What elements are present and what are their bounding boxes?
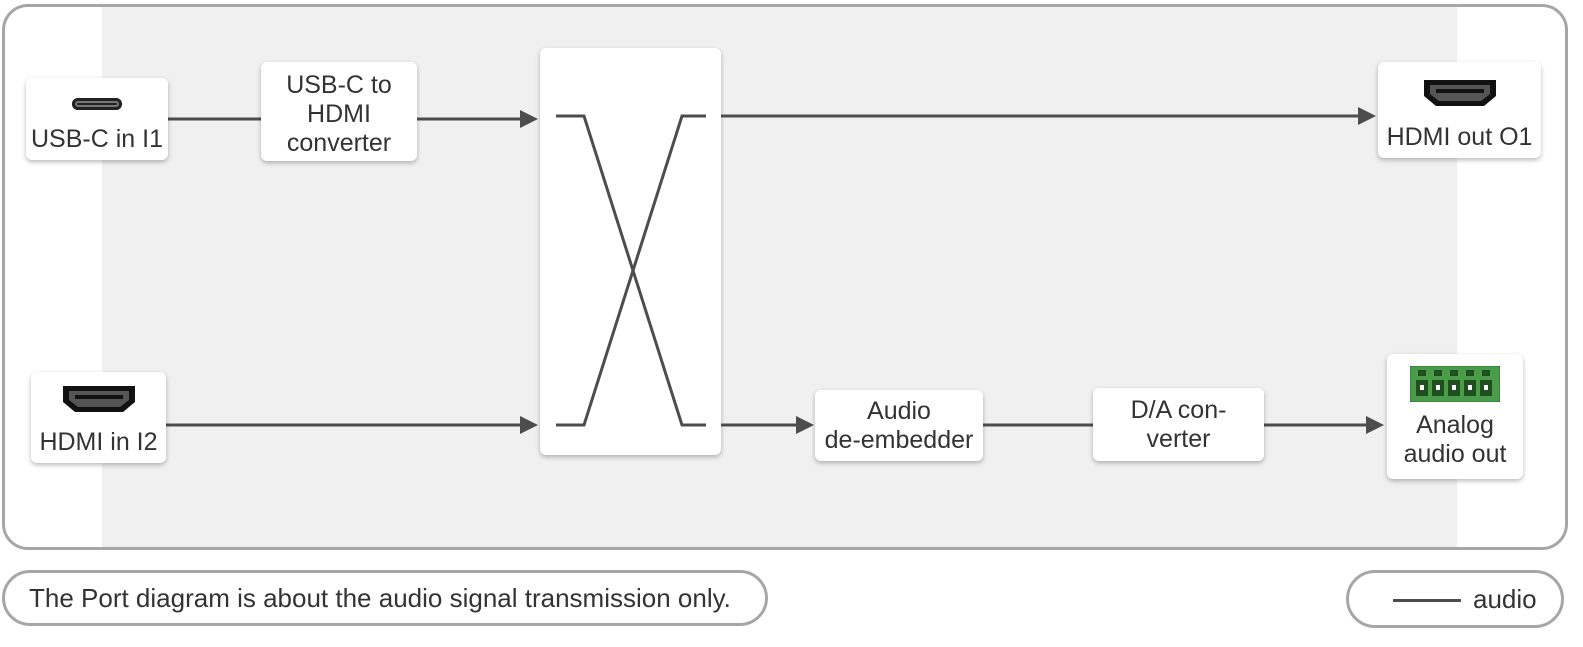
usb-c-port-icon <box>72 98 122 110</box>
da-converter-label: D/A con- verter <box>1130 396 1227 453</box>
usbc-in-label: USB-C in I1 <box>31 125 163 153</box>
analog-audio-out-port: Analog audio out <box>1387 354 1523 479</box>
crosspoint-path-b <box>556 114 706 427</box>
audio-de-embedder-label: Audio de-embedder <box>824 397 974 454</box>
arrow-hdmi-in-to-switch <box>520 416 538 434</box>
analog-audio-out-label: Analog audio out <box>1403 411 1507 468</box>
da-converter: D/A con- verter <box>1093 388 1264 461</box>
diagram-note: The Port diagram is about the audio sign… <box>2 570 768 626</box>
arrow-da-to-analog-out <box>1366 416 1384 434</box>
hdmi-port-icon <box>1423 80 1496 106</box>
terminal-block-icon <box>1410 366 1500 402</box>
usbc-converter-label: USB-C to HDMI converter <box>286 71 392 157</box>
legend-audio-line <box>1393 599 1461 602</box>
hdmi-in-port: HDMI in I2 <box>31 372 166 463</box>
hdmi-out-port: HDMI out O1 <box>1378 62 1541 158</box>
crosspoint-path-a <box>556 114 706 427</box>
arrow-converter-to-switch <box>520 110 538 128</box>
arrow-switch-to-hdmi-out <box>1358 107 1376 125</box>
hdmi-port-icon <box>62 386 135 412</box>
usbc-in-port: USB-C in I1 <box>26 78 168 160</box>
audio-de-embedder: Audio de-embedder <box>815 390 983 461</box>
legend: audio <box>1346 570 1564 628</box>
arrow-switch-to-deembedder <box>796 416 814 434</box>
hdmi-out-label: HDMI out O1 <box>1386 123 1533 151</box>
legend-audio-label: audio <box>1473 584 1537 614</box>
usbc-to-hdmi-converter: USB-C to HDMI converter <box>261 62 417 161</box>
hdmi-in-label: HDMI in I2 <box>39 428 158 456</box>
